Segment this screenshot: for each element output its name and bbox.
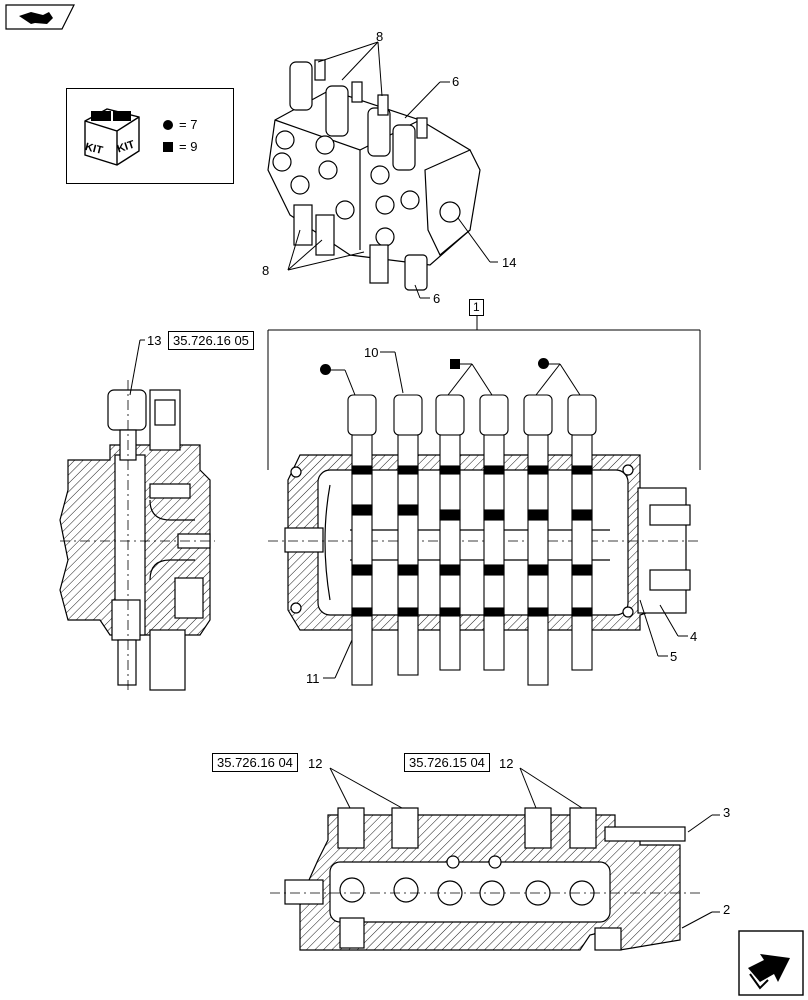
ref-box-35-726-15-04[interactable]: 35.726.15 04 <box>404 753 490 772</box>
main-section-view <box>268 454 700 631</box>
callout-3: 3 <box>723 805 731 820</box>
callout-4: 4 <box>690 629 698 644</box>
square-marker <box>450 359 460 369</box>
ref-box-35-726-16-05[interactable]: 35.726.16 05 <box>168 331 254 350</box>
isometric-valve-view <box>267 59 481 291</box>
next-page-arrow-icon[interactable] <box>738 930 804 996</box>
circle-marker-1 <box>320 364 331 375</box>
circle-icon <box>163 119 173 130</box>
callout-14: 14 <box>502 255 517 270</box>
bottom-section-view <box>270 807 700 951</box>
callout-1: 1 <box>469 299 484 316</box>
kit-box-icon: KIT KIT <box>77 99 147 171</box>
callout-2: 2 <box>723 902 731 917</box>
callout-6-bottom: 6 <box>433 291 441 306</box>
callout-8-top: 8 <box>376 29 384 44</box>
spools <box>347 394 597 686</box>
callout-12-right: 12 <box>499 756 514 771</box>
square-icon <box>163 141 173 152</box>
folder-arrow-icon[interactable] <box>5 4 75 30</box>
callout-6-top: 6 <box>452 74 460 89</box>
callout-13: 13 <box>147 333 162 348</box>
ref-box-35-726-16-04[interactable]: 35.726.16 04 <box>212 753 298 772</box>
legend-square-text: = 9 <box>179 139 198 154</box>
side-section-view <box>59 380 215 691</box>
legend-circle-row: = 7 <box>163 117 197 132</box>
legend-square-row: = 9 <box>163 139 197 154</box>
callout-11: 11 <box>306 671 320 686</box>
callout-8-bottom: 8 <box>262 263 270 278</box>
callout-10: 10 <box>364 345 379 360</box>
callout-12-left: 12 <box>308 756 323 771</box>
legend-circle-text: = 7 <box>179 117 198 132</box>
callout-5: 5 <box>670 649 678 664</box>
circle-marker-2 <box>538 358 549 369</box>
kit-legend: KIT KIT = 7 = 9 <box>66 88 234 184</box>
